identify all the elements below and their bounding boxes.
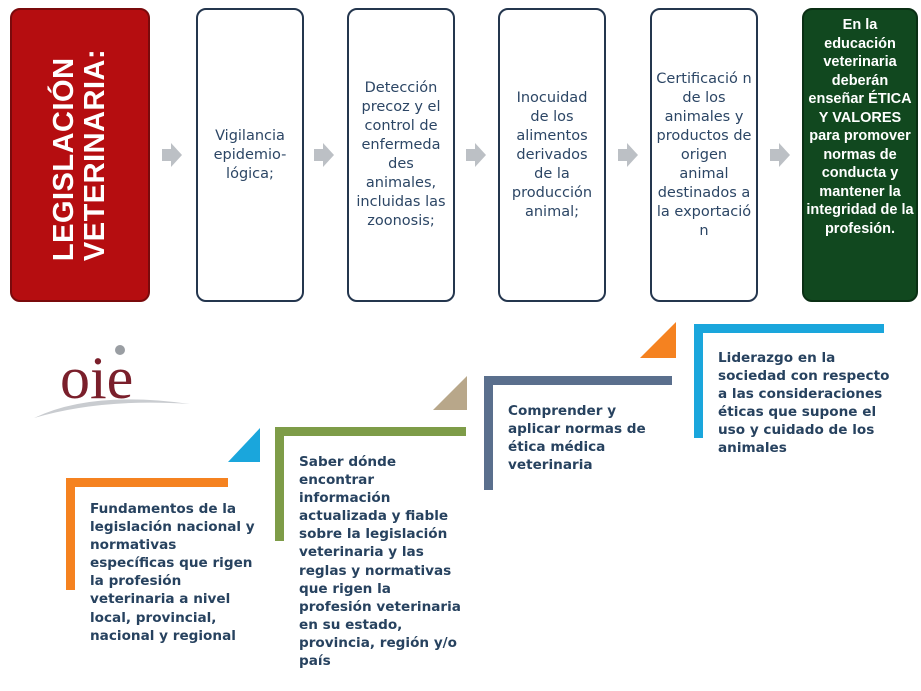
final-text: En la educación veterinaria deberán ense… [806, 17, 914, 237]
step-box-vigilancia: Vigilancia epidemio-lógica; [196, 8, 304, 302]
stair-3-side-bar [484, 376, 493, 490]
oie-logo: oie [34, 345, 190, 418]
stair-3-top-bar [484, 376, 672, 385]
stair-2-corner-triangle [433, 376, 467, 410]
stair-4-text: Liderazgo en la sociedad con respecto a … [718, 350, 890, 457]
title-line-2: VETERINARIA: [79, 48, 111, 262]
step-text: Detección precoz y el control de enferme… [356, 80, 446, 229]
legislacion-veterinaria-title-box: LEGISLACIÓN VETERINARIA: [10, 8, 150, 302]
step-text: Vigilancia epidemio-lógica; [213, 127, 287, 182]
step-text: Certificació n de los animales y product… [656, 70, 752, 239]
step-box-inocuidad: Inocuidad de los alimentos derivados de … [498, 8, 606, 302]
stair-2-text: Saber dónde encontrar información actual… [299, 454, 461, 670]
stair-2-top-bar [275, 427, 466, 436]
etica-valores-box: En la educación veterinaria deberán ense… [802, 8, 918, 302]
arrow-right-icon [466, 143, 486, 167]
stair-1-text: Fundamentos de la legislación nacional y… [90, 501, 255, 644]
stair-1-corner-triangle [228, 428, 260, 462]
title-text: LEGISLACIÓN VETERINARIA: [48, 48, 111, 262]
stair-1-top-bar [66, 478, 228, 487]
arrow-right-icon [770, 143, 790, 167]
arrow-right-icon [162, 143, 182, 167]
stair-3-text: Comprender y aplicar normas de ética méd… [508, 403, 646, 474]
stair-4-side-bar [694, 324, 703, 438]
logo-lettering: oie [60, 345, 133, 411]
step-text: Inocuidad de los alimentos derivados de … [511, 89, 593, 220]
step-box-certificacion: Certificació n de los animales y product… [650, 8, 758, 302]
arrow-right-icon [618, 143, 638, 167]
stair-1-side-bar [66, 478, 75, 590]
stair-4-top-bar [694, 324, 884, 333]
step-box-deteccion: Detección precoz y el control de enferme… [347, 8, 455, 302]
title-line-1: LEGISLACIÓN [48, 57, 80, 262]
stair-2-side-bar [275, 427, 284, 541]
arrow-right-icon [314, 143, 334, 167]
stair-3-corner-triangle [640, 322, 676, 358]
